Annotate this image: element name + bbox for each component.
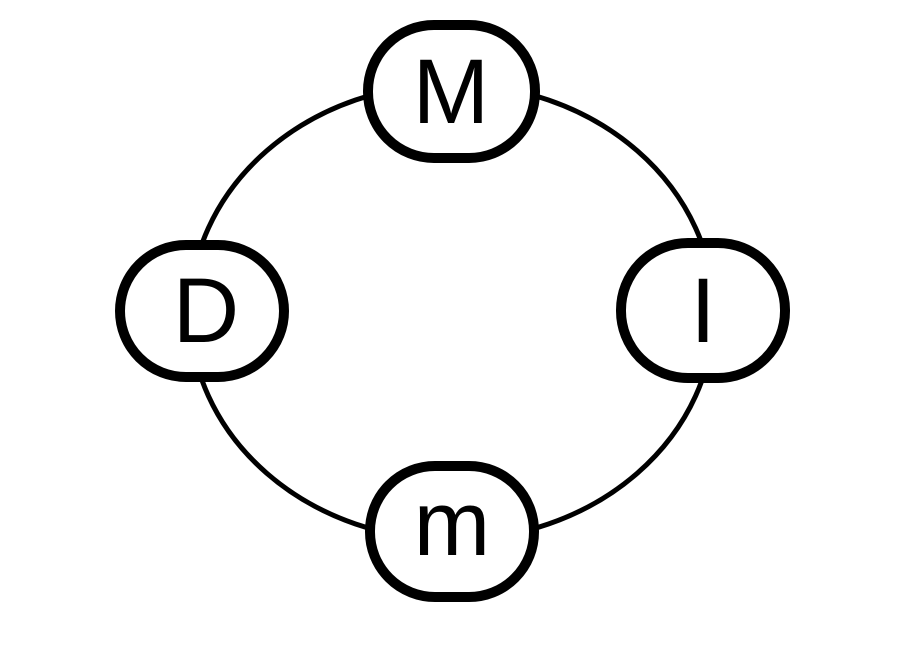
node-right-label: I <box>690 260 716 362</box>
node-left-label: D <box>173 260 239 362</box>
node-top: M <box>363 20 540 163</box>
node-bottom-label: m <box>414 473 491 575</box>
node-bottom-pill <box>365 461 539 602</box>
node-top-label: M <box>413 41 490 143</box>
node-top-pill <box>363 20 540 163</box>
node-bottom: m <box>365 461 539 602</box>
node-left-pill <box>115 240 289 382</box>
node-left: D <box>115 240 289 382</box>
node-right: I <box>616 238 790 383</box>
node-right-pill <box>616 238 790 383</box>
